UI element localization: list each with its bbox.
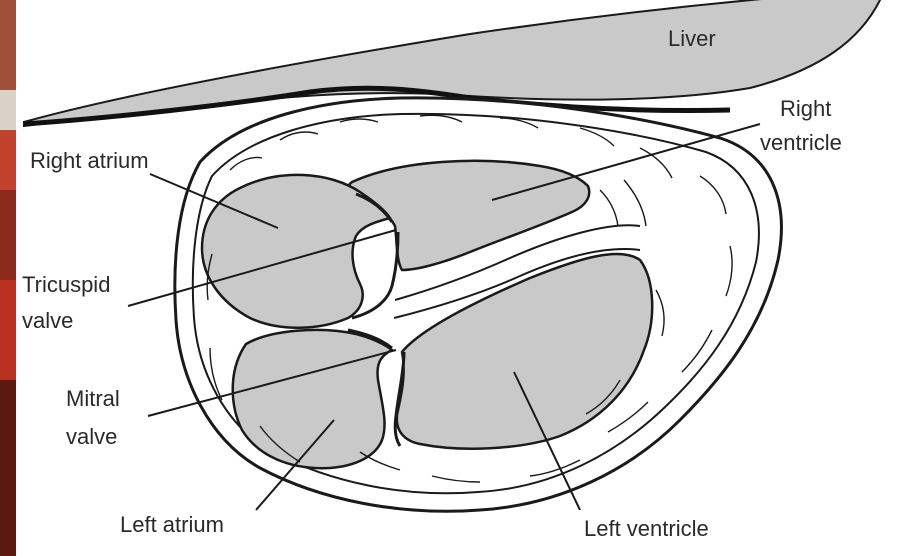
- label-right-atrium: Right atrium: [30, 146, 149, 176]
- label-mitral-line2: valve: [66, 422, 117, 452]
- label-mitral-line1: Mitral: [66, 384, 120, 414]
- label-tricuspid-line2: valve: [22, 306, 73, 336]
- label-left-atrium: Left atrium: [120, 510, 224, 540]
- label-liver: Liver: [668, 24, 716, 54]
- left-atrium-cavity: [233, 330, 392, 468]
- label-right-ventricle-line2: ventricle: [760, 128, 842, 158]
- label-left-ventricle: Left ventricle: [584, 514, 709, 544]
- label-right-ventricle-line1: Right: [780, 94, 831, 124]
- label-tricuspid-line1: Tricuspid: [22, 270, 110, 300]
